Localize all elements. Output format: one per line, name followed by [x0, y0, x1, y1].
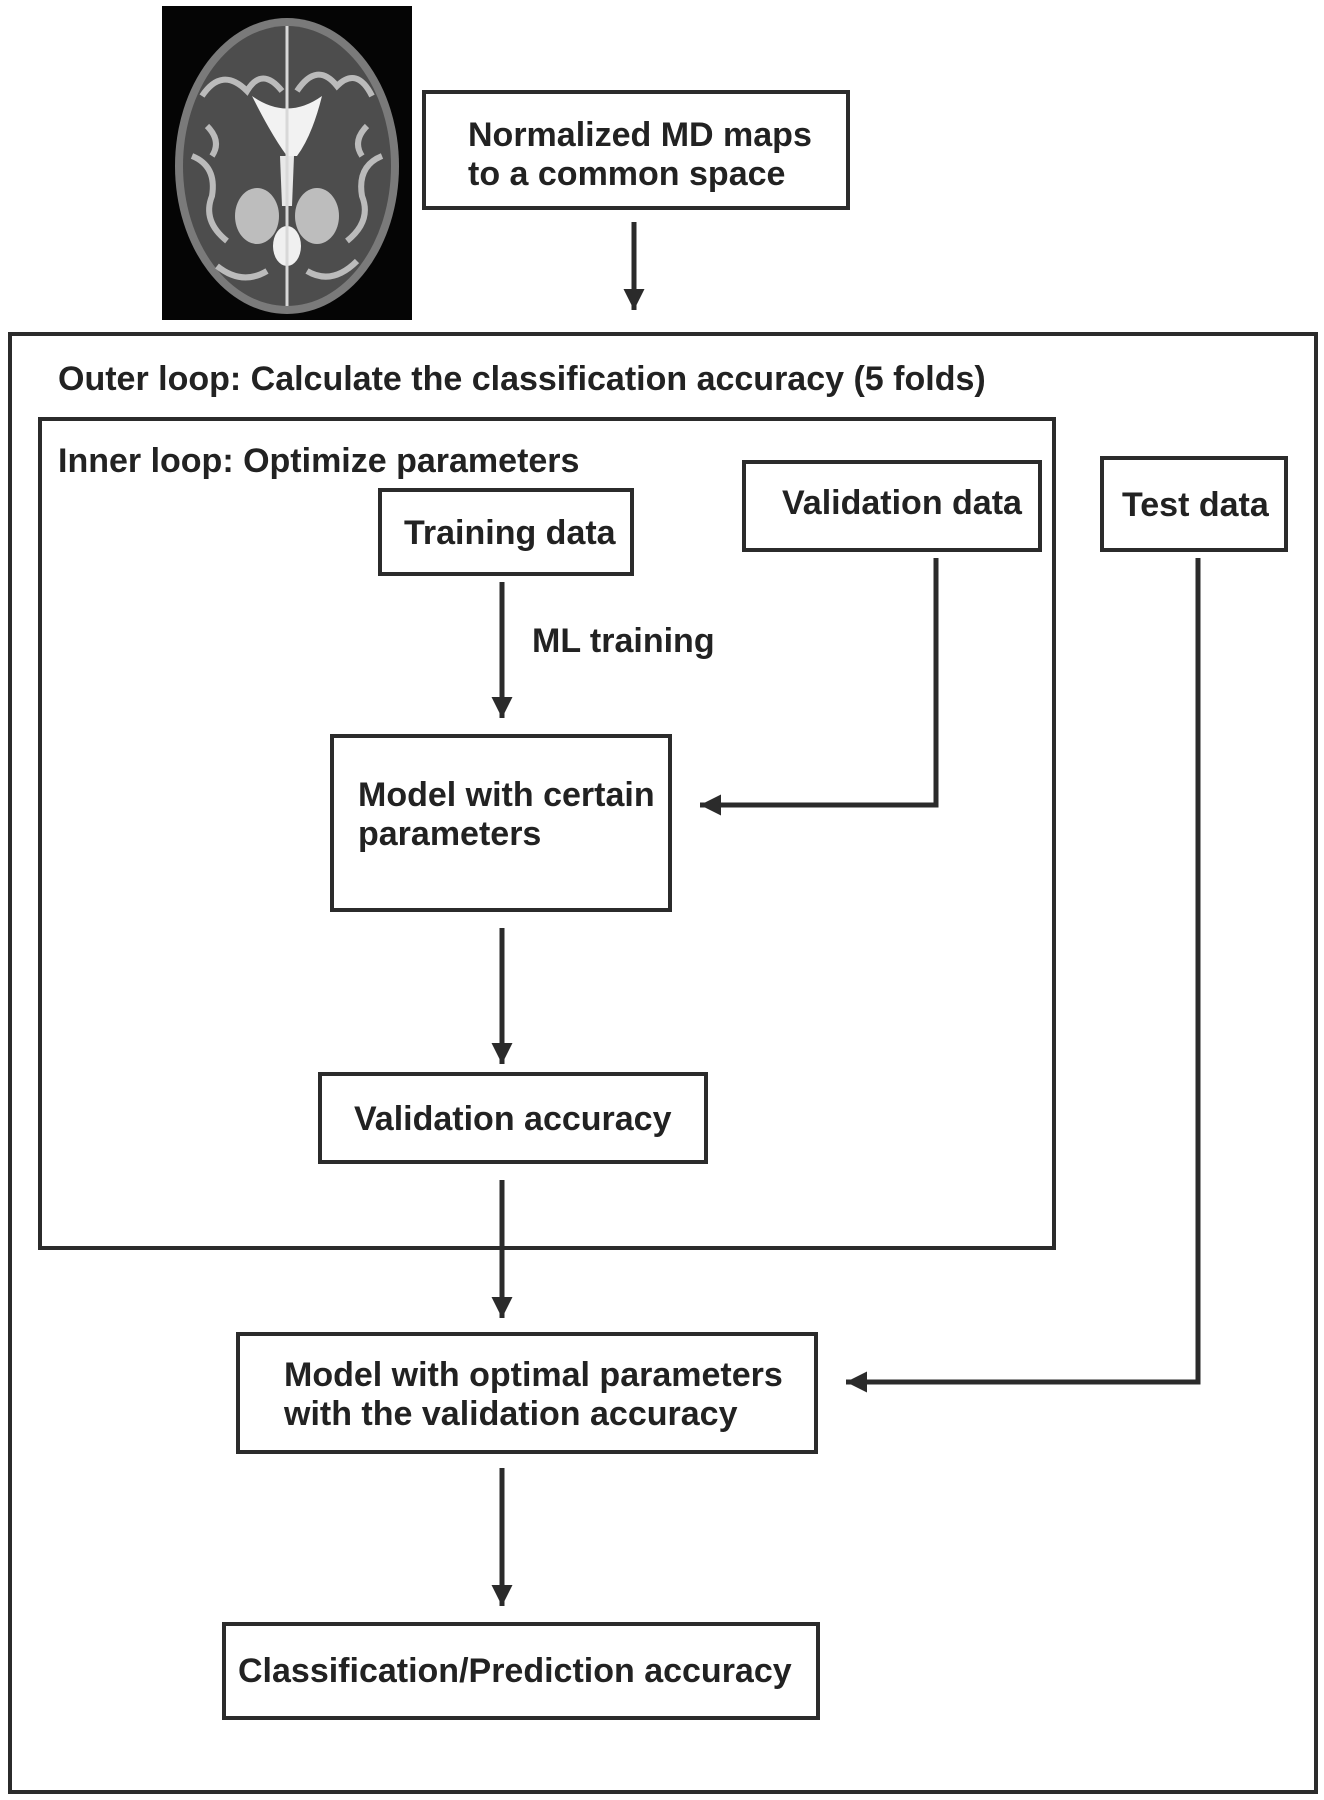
outer-loop-label: Outer loop: Calculate the classification… — [58, 360, 986, 398]
model-optimal-line2: with the validation accuracy — [284, 1395, 738, 1433]
arrow-validation-to-model — [700, 558, 939, 816]
model-certain-line2: parameters — [358, 815, 542, 853]
test-data-box: Test data — [1100, 456, 1288, 552]
validation-data-box: Validation data — [742, 460, 1042, 552]
model-optimal-line1: Model with optimal parameters — [284, 1356, 783, 1394]
model-certain-line1: Model with certain — [358, 776, 655, 814]
inner-loop-box — [38, 417, 1056, 1250]
brain-mri-image — [162, 6, 412, 320]
training-data-box: Training data — [378, 488, 634, 576]
normalize-line1: Normalized MD maps — [468, 116, 812, 154]
validation-data-label: Validation data — [782, 484, 1022, 522]
final-accuracy-label: Classification/Prediction accuracy — [238, 1652, 792, 1690]
normalize-box: Normalized MD maps to a common space — [422, 90, 850, 210]
ml-training-label: ML training — [532, 622, 715, 660]
validation-accuracy-box: Validation accuracy — [318, 1072, 708, 1164]
final-accuracy-box: Classification/Prediction accuracy — [222, 1622, 820, 1720]
test-data-label: Test data — [1122, 486, 1269, 524]
model-certain-box: Model with certain parameters — [330, 734, 672, 912]
model-optimal-box: Model with optimal parameters with the v… — [236, 1332, 818, 1454]
arrow-test-to-optimal — [846, 558, 1201, 1393]
outer-loop-box — [8, 332, 1318, 1794]
inner-loop-label: Inner loop: Optimize parameters — [58, 442, 580, 480]
training-data-label: Training data — [404, 514, 616, 552]
normalize-line2: to a common space — [468, 155, 786, 193]
validation-accuracy-label: Validation accuracy — [354, 1100, 672, 1138]
